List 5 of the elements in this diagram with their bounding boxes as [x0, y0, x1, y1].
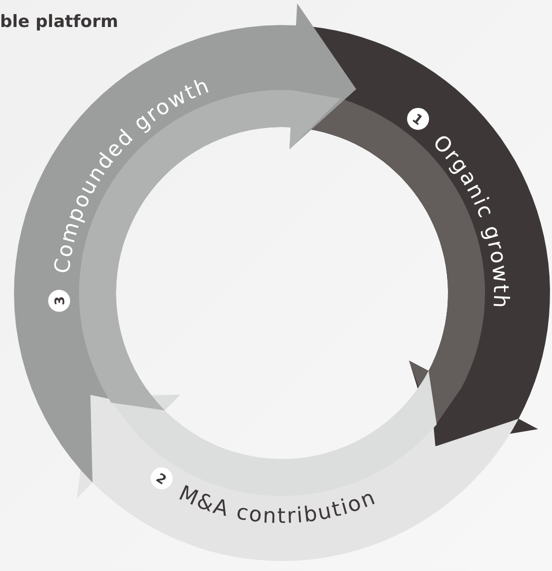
title: ble platform — [0, 12, 118, 32]
segment-label: M&A contribution — [175, 480, 380, 528]
number-badge: 3 — [48, 290, 70, 312]
number-badge: 2 — [150, 467, 173, 490]
number-badge: 1 — [407, 108, 430, 130]
